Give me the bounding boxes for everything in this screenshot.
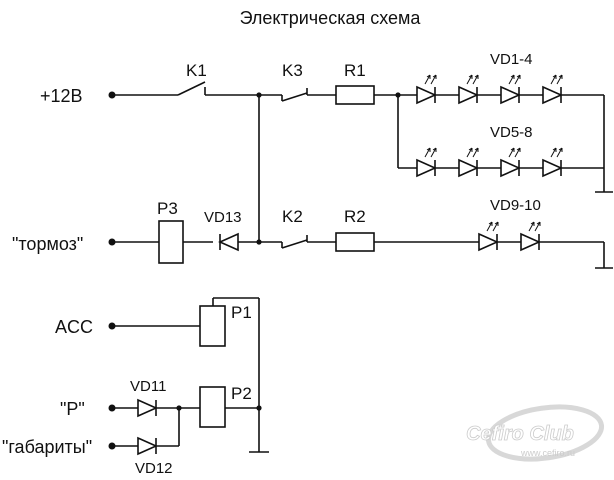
led-diode [542, 74, 563, 105]
led-diode [500, 147, 521, 178]
junction-dot [256, 405, 262, 411]
vd5-8-label: VD5-8 [490, 124, 533, 141]
led-diode [542, 147, 563, 178]
led-diode [416, 147, 437, 178]
diode-vd13 [218, 232, 239, 252]
p1-label: P1 [231, 303, 252, 322]
p3-label: P3 [157, 199, 178, 218]
vd13-label: VD13 [204, 209, 242, 226]
vd11-label: VD11 [130, 378, 166, 395]
led-diode [520, 221, 541, 252]
switch-k2 [281, 235, 308, 249]
resistor-r2 [335, 232, 375, 252]
relay-p2 [199, 386, 226, 428]
led-row-vd5-8 [416, 147, 563, 178]
acc-line [108, 297, 269, 453]
diode-vd11 [137, 398, 158, 418]
led-row-vd1-4 [416, 74, 563, 105]
p-input-label: "P" [60, 399, 85, 419]
vd12-label: VD12 [135, 460, 173, 477]
watermark-brand: Cefiro Club [466, 423, 574, 445]
vd1-4-label: VD1-4 [490, 51, 533, 68]
junction-dot [256, 239, 262, 245]
led-diode [478, 221, 499, 252]
parking-lights-line [108, 408, 180, 456]
r2-label: R2 [344, 207, 366, 226]
led-diode [458, 147, 479, 178]
p-line [108, 386, 262, 428]
led-row-vd9-10 [478, 221, 541, 252]
resistor-r1 [335, 85, 375, 105]
p2-label: P2 [231, 384, 252, 403]
led-diode [458, 74, 479, 105]
r1-label: R1 [344, 61, 366, 80]
k1-label: K1 [186, 61, 207, 80]
cefiro-club-logo: Cefiro Club www.cefiro.ru [466, 404, 605, 462]
led-diode [416, 74, 437, 105]
brake-input-label: "тормоз" [12, 234, 83, 254]
power-input-label: +12В [40, 86, 83, 106]
k3-label: K3 [282, 61, 303, 80]
k2-label: K2 [282, 207, 303, 226]
power-line [108, 81, 613, 193]
diode-vd12 [137, 436, 158, 456]
diagram-title: Электрическая схема [240, 8, 422, 28]
switch-k3 [281, 88, 308, 102]
brake-line [108, 220, 613, 269]
parking-lights-input-label: "габариты" [2, 437, 92, 457]
relay-p3 [158, 220, 184, 264]
watermark-url: www.cefiro.ru [520, 448, 575, 458]
led-diode [500, 74, 521, 105]
vd9-10-label: VD9-10 [490, 197, 541, 214]
relay-p1 [199, 305, 226, 347]
switch-k1 [177, 81, 206, 96]
acc-input-label: ACC [55, 317, 93, 337]
